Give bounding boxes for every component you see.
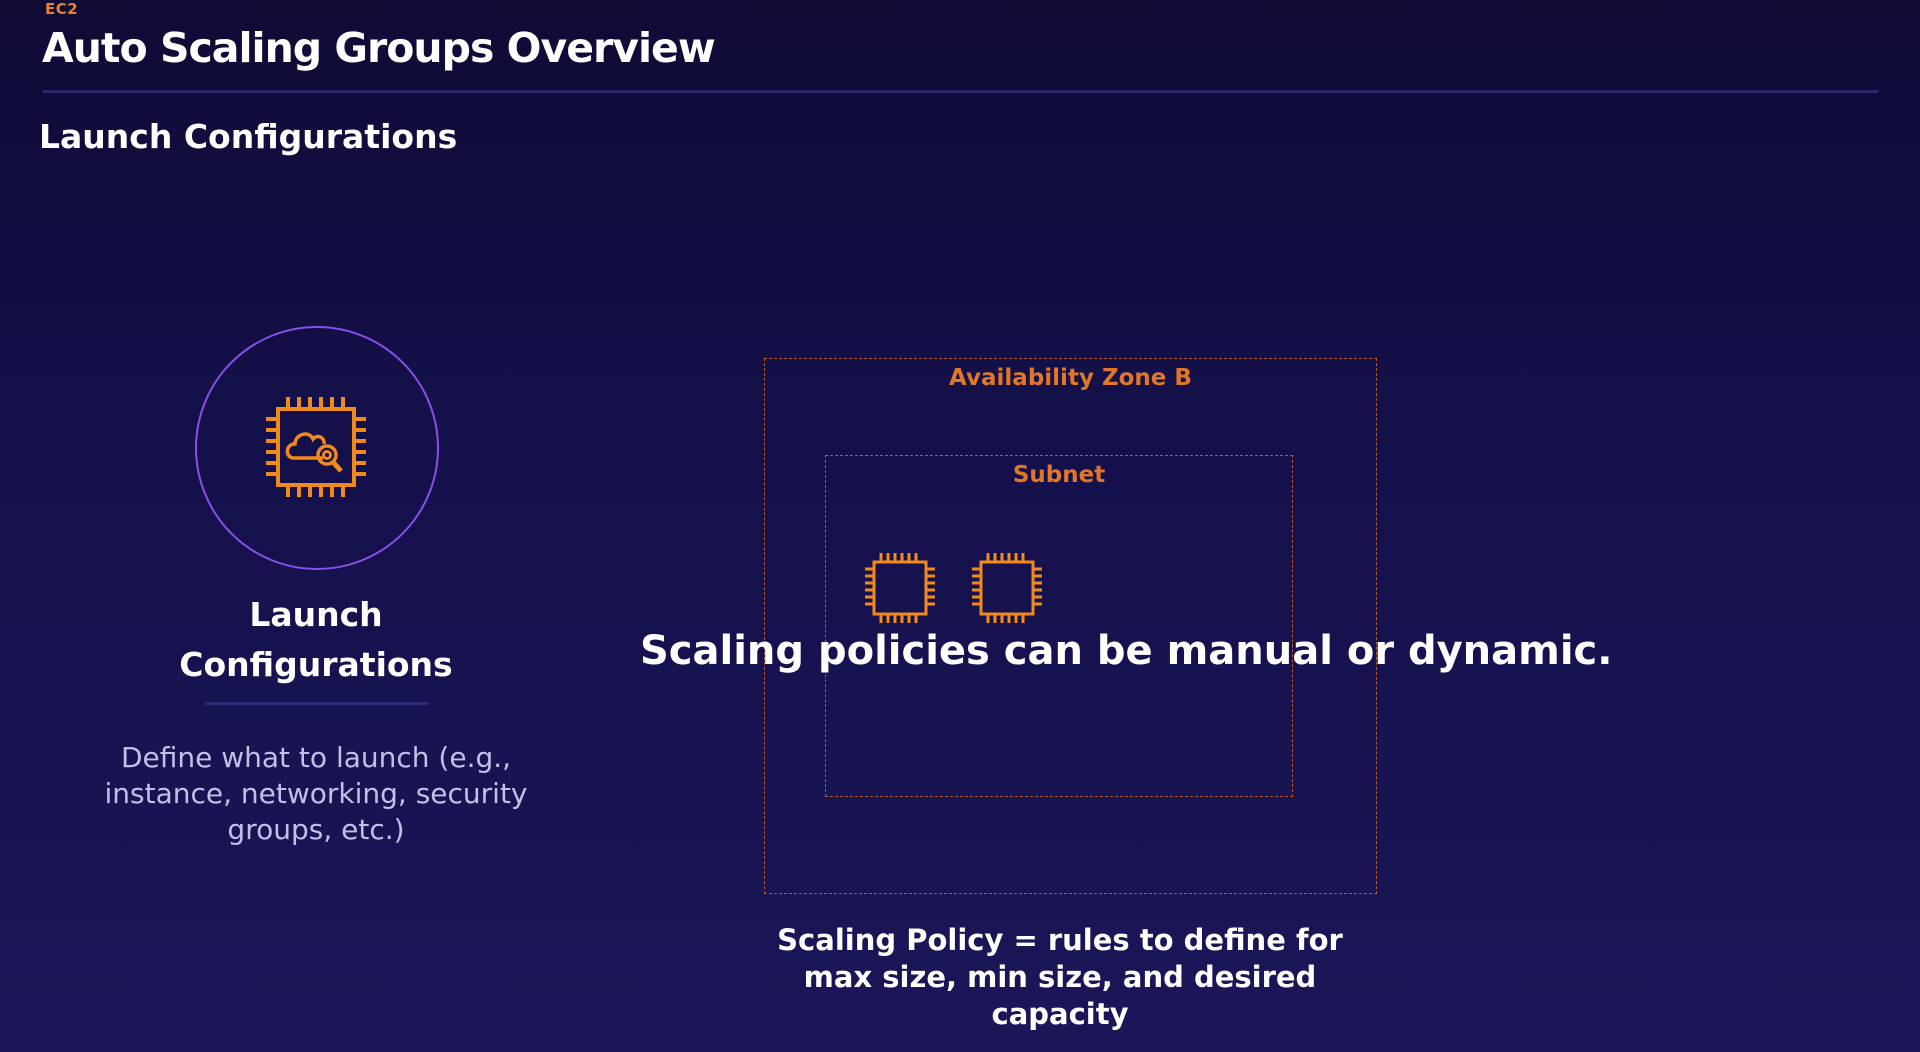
availability-zone-box xyxy=(764,358,1377,894)
category-label: EC2 xyxy=(45,0,79,18)
section-title: Launch Configurations xyxy=(39,117,458,156)
launch-config-label: Launch Configurations xyxy=(140,590,492,690)
availability-zone-label: Availability Zone B xyxy=(949,365,1192,391)
launch-config-circle xyxy=(195,326,439,570)
launch-config-divider xyxy=(205,702,429,705)
ec2-instance-with-cloud-search-icon xyxy=(266,397,366,497)
launch-config-description: Define what to launch (e.g., instance, n… xyxy=(104,741,528,846)
scaling-overlay-caption: Scaling policies can be manual or dynami… xyxy=(640,628,1613,674)
scaling-policy-caption: Scaling Policy = rules to define for max… xyxy=(777,923,1343,1031)
launch-config-label-line2: Configurations xyxy=(179,645,453,684)
ec2-instance-icon xyxy=(865,553,935,623)
subnet-box xyxy=(825,455,1293,797)
title-divider xyxy=(43,90,1878,93)
ec2-instance-icon xyxy=(972,553,1042,623)
subnet-label: Subnet xyxy=(1012,462,1106,488)
page-title: Auto Scaling Groups Overview xyxy=(42,24,716,72)
launch-config-label-line1: Launch xyxy=(249,595,383,634)
